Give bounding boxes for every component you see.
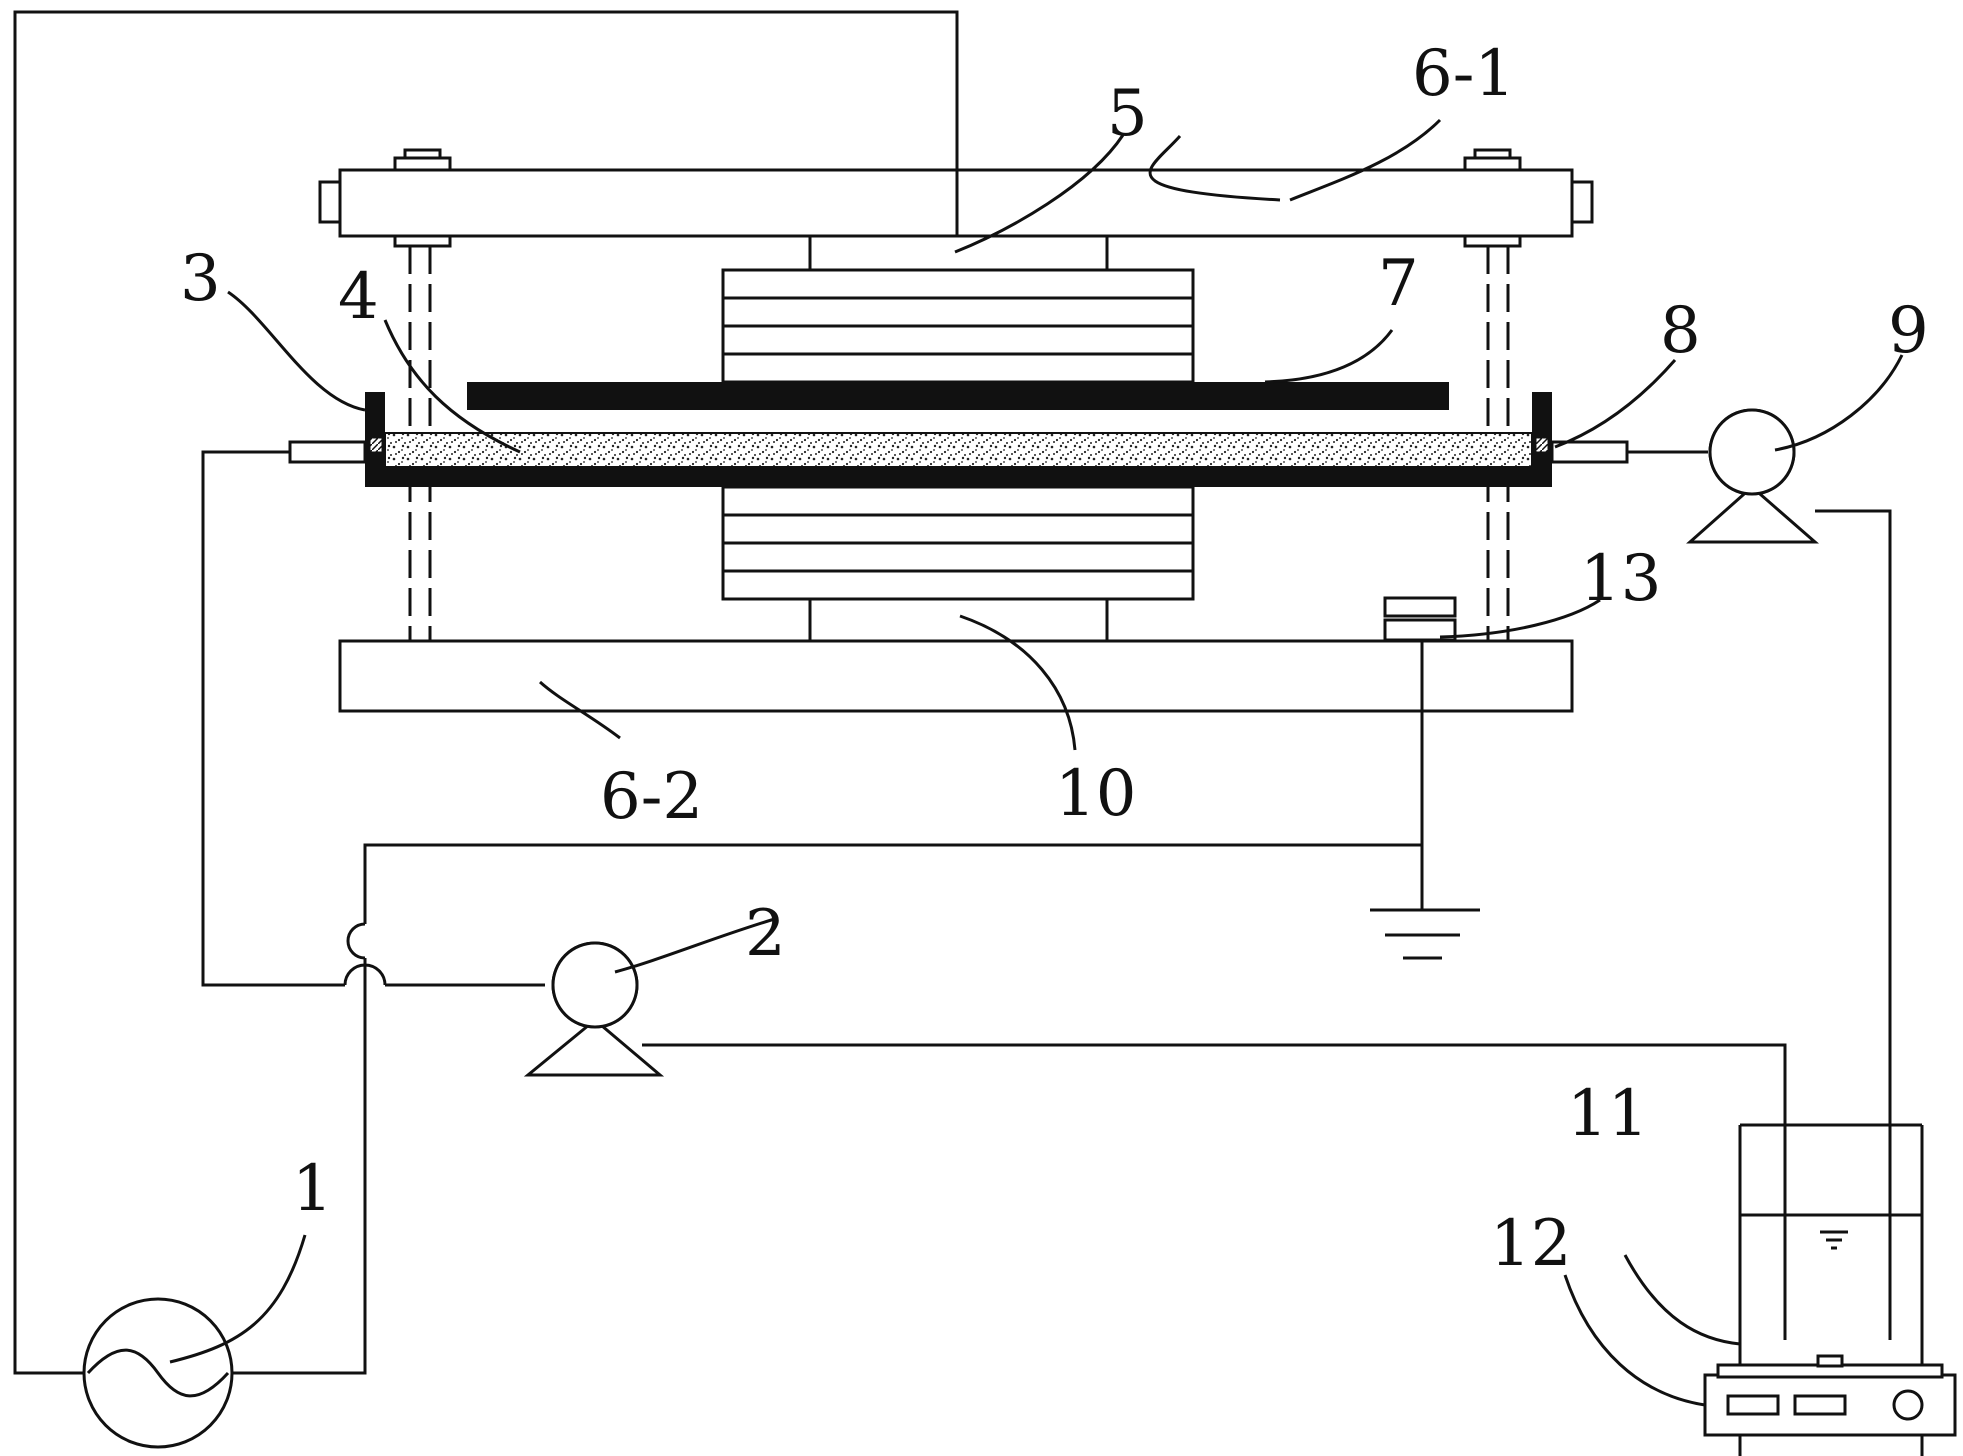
wiring	[13, 10, 1480, 1375]
pump-icon	[1686, 408, 1819, 544]
label-13: 13	[1580, 542, 1661, 616]
label-6-2: 6-2	[600, 760, 703, 834]
stirrer-base	[1703, 1354, 1957, 1437]
label-9: 9	[1888, 294, 1929, 368]
label-11: 11	[1567, 1077, 1648, 1151]
label-10: 10	[1055, 757, 1136, 831]
leader-lines	[169, 118, 1904, 1407]
lower-electrode	[721, 485, 1195, 643]
sample-layer	[384, 432, 1533, 468]
label-2: 2	[745, 897, 786, 971]
liquid-tank	[1738, 1123, 1924, 1456]
label-3: 3	[180, 242, 221, 316]
piping	[201, 450, 1892, 1340]
labels: 1 2 3 4 5 6-1 6-2 7 8 9 10 11 12 13	[180, 37, 1929, 1281]
label-8: 8	[1660, 294, 1701, 368]
sensor	[1383, 596, 1457, 642]
label-1: 1	[292, 1152, 333, 1226]
label-7: 7	[1378, 247, 1419, 321]
inlet-port	[288, 440, 367, 464]
pump-icon	[523, 941, 665, 1077]
label-6-1: 6-1	[1412, 37, 1515, 111]
sample-container	[365, 392, 1552, 487]
ground-icon	[1370, 908, 1480, 960]
dielectric-plate	[467, 382, 1449, 410]
upper-electrode	[721, 234, 1195, 384]
label-12: 12	[1490, 1207, 1571, 1281]
ac-source-icon	[82, 1297, 234, 1449]
label-5: 5	[1107, 77, 1148, 151]
label-4: 4	[338, 260, 379, 334]
lower-frame	[338, 639, 1574, 713]
